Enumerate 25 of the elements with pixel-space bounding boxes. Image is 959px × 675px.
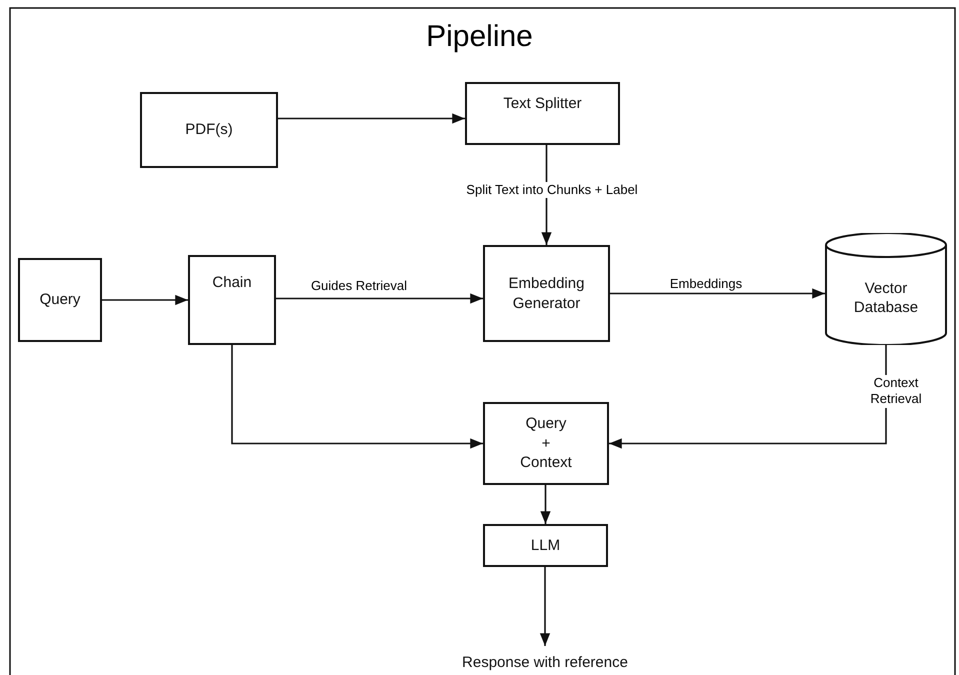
node-label: Vector Database <box>852 278 920 318</box>
node-label: LLM <box>530 536 560 556</box>
node-label: PDF(s) <box>185 120 233 140</box>
node-label: Text Splitter <box>503 94 582 114</box>
process-box <box>140 92 278 168</box>
node-label: Query <box>40 290 80 310</box>
arrow <box>231 345 483 449</box>
process-box <box>483 245 610 342</box>
process-box <box>483 524 608 567</box>
arrow <box>276 293 483 304</box>
node-label: Query + Context <box>520 414 572 473</box>
process-box <box>465 82 620 145</box>
arrow <box>540 485 551 524</box>
arrow <box>102 294 188 306</box>
arrow <box>609 345 887 449</box>
process-box <box>18 258 102 342</box>
node-label: Embedding Generator <box>508 274 586 313</box>
diagram-title: Pipeline <box>425 20 534 54</box>
process-box <box>188 255 276 345</box>
arrow <box>540 567 550 646</box>
process-box <box>483 402 609 485</box>
arrow <box>610 288 825 299</box>
node-label: Chain <box>212 273 252 292</box>
arrow <box>278 113 465 124</box>
output-text: Response with reference <box>445 646 645 672</box>
